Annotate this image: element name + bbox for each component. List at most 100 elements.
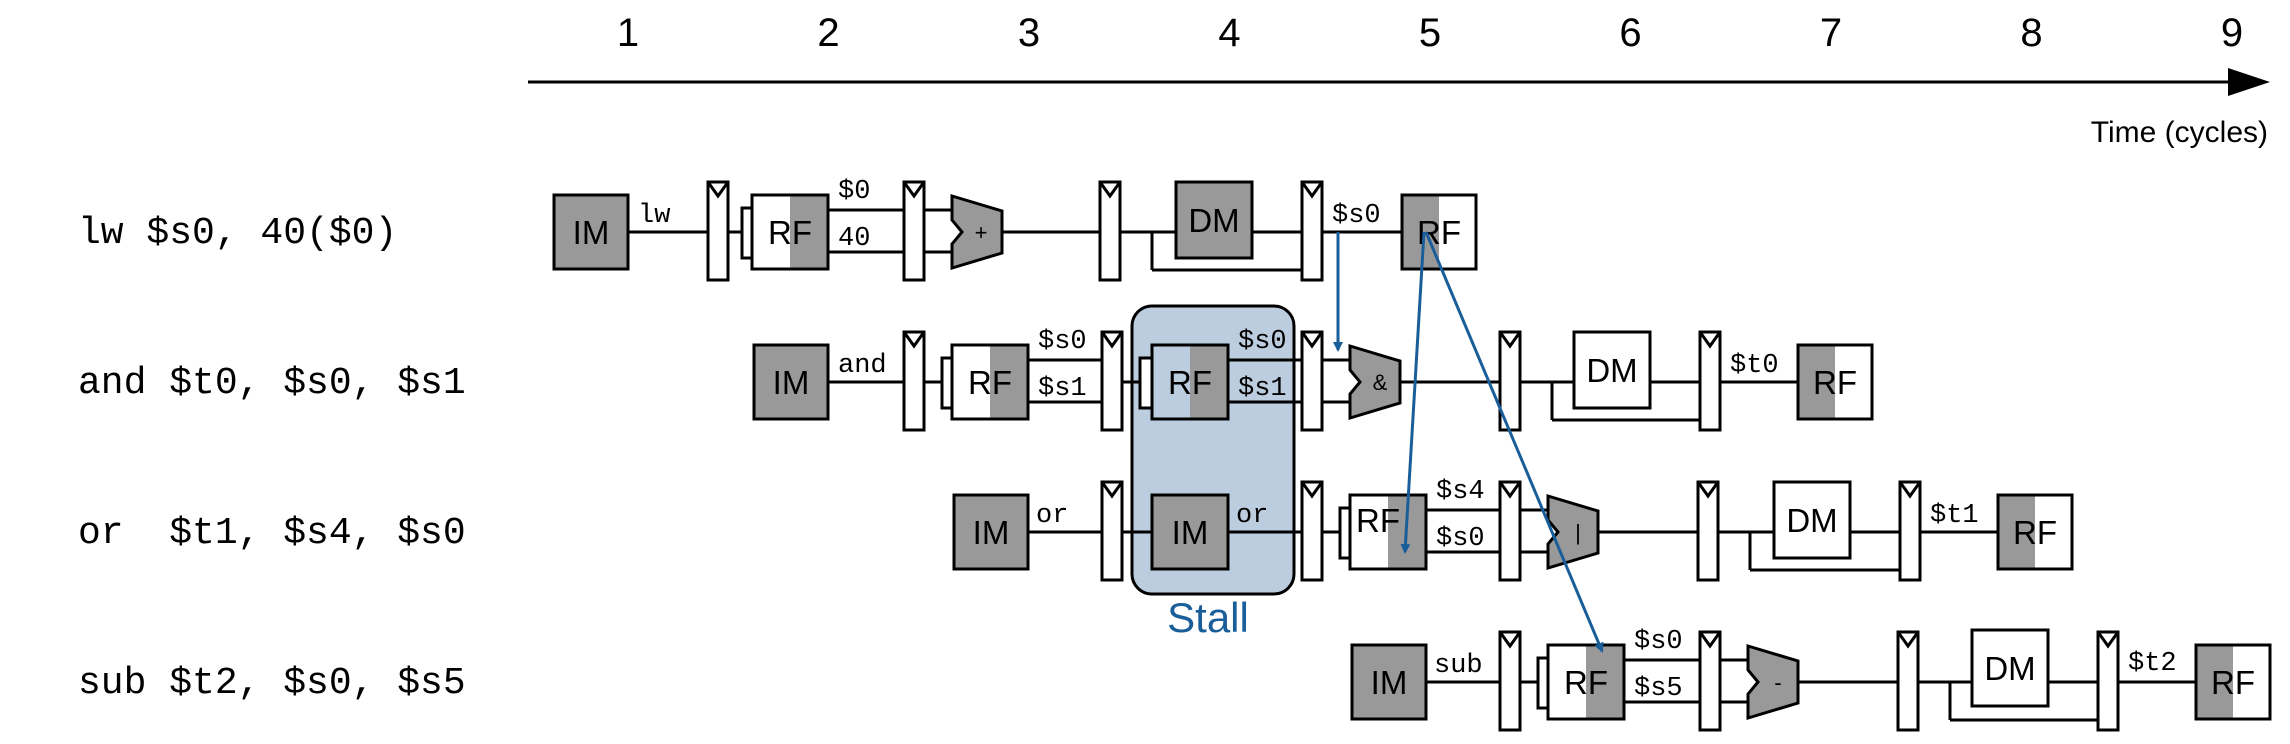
register-file-label: RF bbox=[1813, 364, 1857, 401]
data-memory bbox=[1970, 628, 2050, 708]
writeback-register-signal: $s0 bbox=[1332, 201, 1381, 231]
alu-operation: | bbox=[1575, 520, 1581, 545]
pipeline-register-clock bbox=[1696, 481, 1720, 499]
register-file-label: RF bbox=[2013, 514, 2057, 551]
opcode-signal: sub bbox=[1434, 651, 1483, 681]
forwarding-arrows bbox=[1333, 231, 1604, 653]
pipeline-register bbox=[1896, 630, 1920, 732]
time-axis-arrowhead bbox=[2228, 68, 2270, 96]
cycle-label: 2 bbox=[817, 11, 839, 55]
cycle-label: 7 bbox=[1820, 11, 1842, 55]
source-register-signal: $s1 bbox=[1038, 374, 1087, 404]
register-file-write-shade bbox=[1403, 196, 1439, 268]
writeback-register-signal: $t0 bbox=[1730, 351, 1779, 381]
pipeline-register bbox=[1300, 480, 1324, 582]
instruction-label: or $t1, $s4, $s0 bbox=[78, 512, 466, 555]
register-file-read-shade bbox=[990, 346, 1027, 418]
data-memory-label: DM bbox=[1786, 502, 1837, 539]
alu-operation: + bbox=[975, 220, 988, 245]
pipeline-register bbox=[1300, 180, 1324, 282]
pipeline-register bbox=[1898, 480, 1922, 582]
alu-operation: - bbox=[1774, 670, 1781, 695]
pipeline-register bbox=[1696, 480, 1720, 582]
pipeline-register-clock bbox=[2096, 631, 2120, 649]
pipeline-register-clock bbox=[1498, 631, 1522, 649]
pipeline-register-clock bbox=[1698, 331, 1722, 349]
pipeline-register-clock bbox=[1300, 181, 1324, 199]
register-file-label: RF bbox=[1564, 664, 1608, 701]
register-file-label: RF bbox=[768, 214, 812, 251]
data-memory-label: DM bbox=[1586, 352, 1637, 389]
pipeline-register-clock bbox=[706, 181, 730, 199]
pipeline-row-and: IM and RF $s0 $s1 RF $s0 $s1 & DM $t0 bbox=[752, 327, 1874, 432]
data-memory bbox=[1174, 180, 1254, 260]
stalled-instruction-memory bbox=[1150, 493, 1230, 571]
pipeline-register bbox=[1698, 630, 1722, 732]
pipeline-register bbox=[1300, 330, 1324, 432]
alu-operation: & bbox=[1373, 370, 1388, 395]
cycle-label: 1 bbox=[617, 11, 639, 55]
pipeline-register-clock bbox=[1898, 481, 1922, 499]
register-file-write-shade bbox=[2197, 646, 2233, 718]
register-file-read-shade bbox=[790, 196, 827, 268]
stalled-source-register-signal: $s0 bbox=[1238, 327, 1287, 357]
writeback-register-signal: $t1 bbox=[1930, 501, 1979, 531]
register-file-write-shade bbox=[1999, 496, 2035, 568]
pipeline-register-clock bbox=[1100, 481, 1124, 499]
source-register-signal: $0 bbox=[838, 177, 870, 207]
data-memory-label: DM bbox=[1188, 202, 1239, 239]
opcode-signal: lw bbox=[638, 201, 670, 231]
instruction-memory-label: IM bbox=[573, 214, 610, 251]
register-file-label: RF bbox=[2211, 664, 2255, 701]
register-file-label: RF bbox=[1356, 502, 1400, 539]
pipeline-register-clock bbox=[1498, 331, 1522, 349]
instruction-memory-label: IM bbox=[1371, 664, 1408, 701]
time-axis-label: Time (cycles) bbox=[2091, 116, 2268, 149]
pipeline-register bbox=[1100, 330, 1124, 432]
alu bbox=[1746, 643, 1800, 721]
pipeline-register bbox=[1498, 330, 1522, 432]
instruction-memory-label: IM bbox=[1172, 514, 1209, 551]
source-register-signal: 40 bbox=[838, 224, 870, 254]
cycle-label: 6 bbox=[1619, 11, 1641, 55]
pipeline-register-clock bbox=[1698, 631, 1722, 649]
pipeline-register-clock bbox=[902, 331, 926, 349]
register-file-write-shade bbox=[1799, 346, 1835, 418]
pipeline-register bbox=[706, 180, 730, 282]
register-file-read-shade bbox=[1586, 646, 1623, 718]
cycle-label: 5 bbox=[1419, 11, 1441, 55]
data-memory bbox=[1772, 480, 1852, 560]
alu bbox=[1348, 343, 1402, 421]
register-file-label: RF bbox=[968, 364, 1012, 401]
source-register-signal: $s0 bbox=[1634, 627, 1683, 657]
pipeline-register bbox=[1100, 480, 1124, 582]
instruction-labels: lw $s0, 40($0) and $t0, $s0, $s1 or $t1,… bbox=[78, 212, 466, 705]
alu bbox=[950, 193, 1004, 271]
pipeline-register-clock bbox=[902, 181, 926, 199]
instruction-memory bbox=[552, 193, 630, 271]
cycle-label: 8 bbox=[2020, 11, 2042, 55]
pipeline-register bbox=[1698, 330, 1722, 432]
instruction-memory bbox=[952, 493, 1030, 571]
opcode-signal: and bbox=[838, 351, 887, 381]
data-memory-label: DM bbox=[1984, 650, 2035, 687]
pipeline-register bbox=[902, 180, 926, 282]
pipeline-register-clock bbox=[1098, 181, 1122, 199]
instruction-label: and $t0, $s0, $s1 bbox=[78, 362, 466, 405]
pipeline-register-clock bbox=[1498, 481, 1522, 499]
instruction-label: lw $s0, 40($0) bbox=[78, 212, 397, 255]
pipeline-register-clock bbox=[1300, 331, 1324, 349]
register-file-label: RF bbox=[1168, 364, 1212, 401]
writeback-register-signal: $t2 bbox=[2128, 649, 2177, 679]
stalled-opcode-signal: or bbox=[1236, 501, 1268, 531]
source-register-signal: $s0 bbox=[1436, 524, 1485, 554]
stalled-source-register-signal: $s1 bbox=[1238, 374, 1287, 404]
pipeline-row-lw: IM lw RF $0 40 + DM $s0 RF bbox=[552, 177, 1478, 282]
forward-arrow bbox=[1424, 231, 1604, 653]
pipeline-register bbox=[902, 330, 926, 432]
cycle-label: 4 bbox=[1218, 11, 1240, 55]
pipeline-register-clock bbox=[1100, 331, 1124, 349]
pipeline-register bbox=[1498, 630, 1522, 732]
